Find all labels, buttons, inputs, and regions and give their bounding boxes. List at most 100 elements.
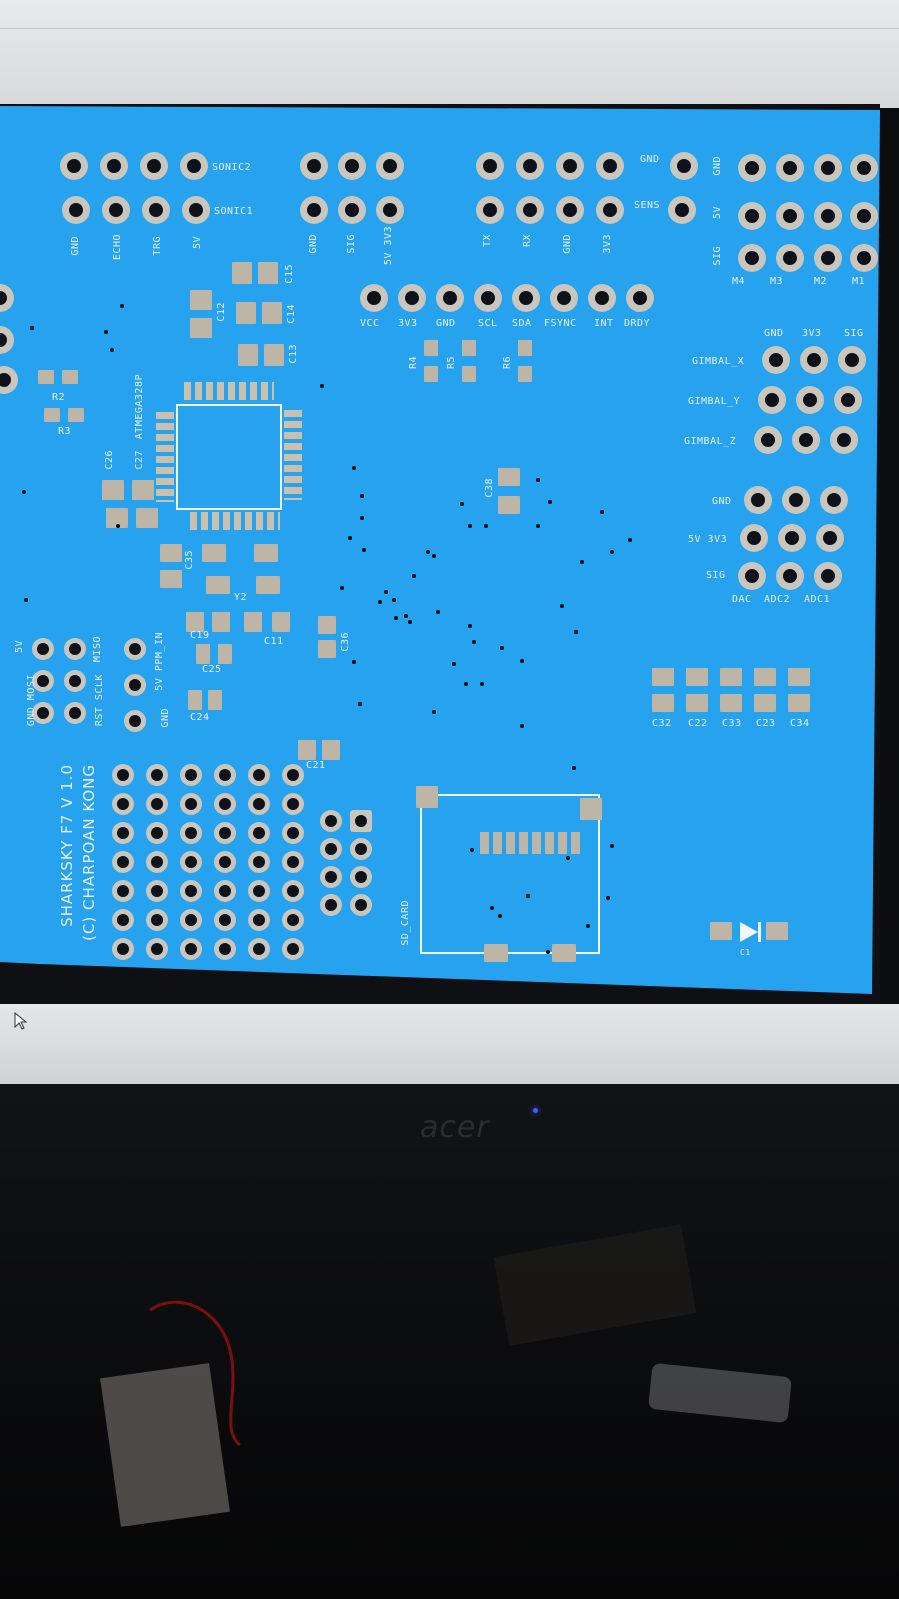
proto-pad[interactable] xyxy=(146,880,168,902)
cap-c38: C38 xyxy=(484,478,495,498)
proto-pad[interactable] xyxy=(180,880,202,902)
diode[interactable] xyxy=(710,920,790,944)
cap-c36: C36 xyxy=(340,632,351,652)
cap-c22: C22 xyxy=(688,718,708,729)
gnd-pad[interactable] xyxy=(670,152,698,180)
power-pin-5v3v3: 5V 3V3 xyxy=(383,226,394,266)
monitor-brand-logo: acer xyxy=(420,1110,490,1145)
sens-pad[interactable] xyxy=(668,196,696,224)
breadboard xyxy=(100,1363,230,1527)
motor-side-sig: SIG xyxy=(712,246,723,266)
proto-pad[interactable] xyxy=(248,880,270,902)
proto-pad-small[interactable] xyxy=(320,866,342,888)
sd-card-label: SD_CARD xyxy=(400,900,411,946)
isp-header[interactable] xyxy=(30,638,90,724)
proto-pad[interactable] xyxy=(180,938,202,960)
proto-pad[interactable] xyxy=(146,909,168,931)
proto-pad[interactable] xyxy=(146,793,168,815)
proto-pad[interactable] xyxy=(180,822,202,844)
proto-pad[interactable] xyxy=(180,851,202,873)
proto-pad-small[interactable] xyxy=(350,894,372,916)
proto-pad[interactable] xyxy=(112,822,134,844)
proto-pad[interactable] xyxy=(180,764,202,786)
proto-pad-small[interactable] xyxy=(350,810,372,832)
proto-grid-small[interactable] xyxy=(320,810,390,920)
proto-pad[interactable] xyxy=(282,764,304,786)
motor-header[interactable] xyxy=(738,154,878,284)
proto-pad[interactable] xyxy=(146,822,168,844)
proto-pad[interactable] xyxy=(214,880,236,902)
motor-label-m4: M4 xyxy=(732,276,746,287)
proto-pad[interactable] xyxy=(214,938,236,960)
proto-pad[interactable] xyxy=(112,938,134,960)
mcu-chip[interactable] xyxy=(176,404,282,510)
resistor-r3: R3 xyxy=(58,426,72,437)
adc-row-5v3v3: 5V 3V3 xyxy=(688,534,728,545)
proto-pad[interactable] xyxy=(248,764,270,786)
crystal-y2: Y2 xyxy=(234,592,248,603)
proto-pad[interactable] xyxy=(282,938,304,960)
uart-pin-3v3: 3V3 xyxy=(602,234,613,254)
proto-pad[interactable] xyxy=(282,880,304,902)
mcu-label: ATMEGA328P xyxy=(134,374,145,440)
proto-pad[interactable] xyxy=(112,793,134,815)
sd-card-outline xyxy=(420,794,600,954)
proto-pad[interactable] xyxy=(214,793,236,815)
diode-label: C1 xyxy=(740,948,751,957)
uart-header[interactable] xyxy=(476,152,666,232)
proto-grid[interactable] xyxy=(112,764,312,960)
resistor-r2: R2 xyxy=(52,392,66,403)
pcb-board[interactable]: SONIC2 SONIC1 GND ECHO TRG 5V GND SIG 5V… xyxy=(0,106,880,994)
proto-pad[interactable] xyxy=(180,909,202,931)
proto-pad-small[interactable] xyxy=(350,866,372,888)
sonic1-header[interactable] xyxy=(62,196,222,228)
proto-pad[interactable] xyxy=(180,793,202,815)
proto-pad[interactable] xyxy=(248,938,270,960)
sonic-pin-echo: ECHO xyxy=(112,234,123,261)
gnd-label: GND xyxy=(640,154,660,165)
board-title-line2: (C) CHARPOAN KONG xyxy=(80,764,98,941)
proto-pad[interactable] xyxy=(112,909,134,931)
adc-col-dac: DAC xyxy=(732,594,752,605)
uart-pin-tx: TX xyxy=(482,234,493,248)
cap-c13: C13 xyxy=(288,344,299,364)
proto-pad-small[interactable] xyxy=(320,810,342,832)
sonic2-header[interactable] xyxy=(60,152,220,184)
sonic2-label: SONIC2 xyxy=(212,162,252,173)
proto-pad[interactable] xyxy=(214,822,236,844)
board-title-line1: SHARKSKY F7 V 1.0 xyxy=(58,764,76,927)
proto-pad[interactable] xyxy=(282,851,304,873)
proto-pad[interactable] xyxy=(282,909,304,931)
proto-pad-small[interactable] xyxy=(350,838,372,860)
proto-pad[interactable] xyxy=(214,909,236,931)
proto-pad[interactable] xyxy=(248,793,270,815)
gimbal-z-label: GIMBAL_Z xyxy=(684,436,737,447)
power-led-icon xyxy=(533,1108,538,1113)
proto-pad[interactable] xyxy=(248,851,270,873)
proto-pad[interactable] xyxy=(214,764,236,786)
power-header[interactable] xyxy=(300,152,410,232)
power-pin-gnd: GND xyxy=(308,234,319,254)
proto-pad[interactable] xyxy=(282,822,304,844)
imu-header[interactable] xyxy=(360,284,660,316)
gimbal-header[interactable] xyxy=(754,346,872,456)
proto-pad[interactable] xyxy=(282,793,304,815)
proto-pad[interactable] xyxy=(146,764,168,786)
proto-pad[interactable] xyxy=(146,938,168,960)
proto-pad[interactable] xyxy=(112,880,134,902)
adc-row-sig: SIG xyxy=(706,570,726,581)
ppm-header[interactable] xyxy=(124,638,154,732)
proto-pad[interactable] xyxy=(112,764,134,786)
proto-pad[interactable] xyxy=(248,822,270,844)
proto-pad[interactable] xyxy=(214,851,236,873)
proto-pad-small[interactable] xyxy=(320,838,342,860)
bottom-caps xyxy=(652,668,822,718)
cap-c24: C24 xyxy=(190,712,210,723)
proto-pad[interactable] xyxy=(248,909,270,931)
proto-pad[interactable] xyxy=(146,851,168,873)
proto-pad-small[interactable] xyxy=(320,894,342,916)
proto-pad[interactable] xyxy=(112,851,134,873)
pcb-canvas[interactable]: SONIC2 SONIC1 GND ECHO TRG 5V GND SIG 5V… xyxy=(0,104,880,1004)
adc-header[interactable] xyxy=(738,486,854,596)
imu-pin-gnd: GND xyxy=(436,318,456,329)
